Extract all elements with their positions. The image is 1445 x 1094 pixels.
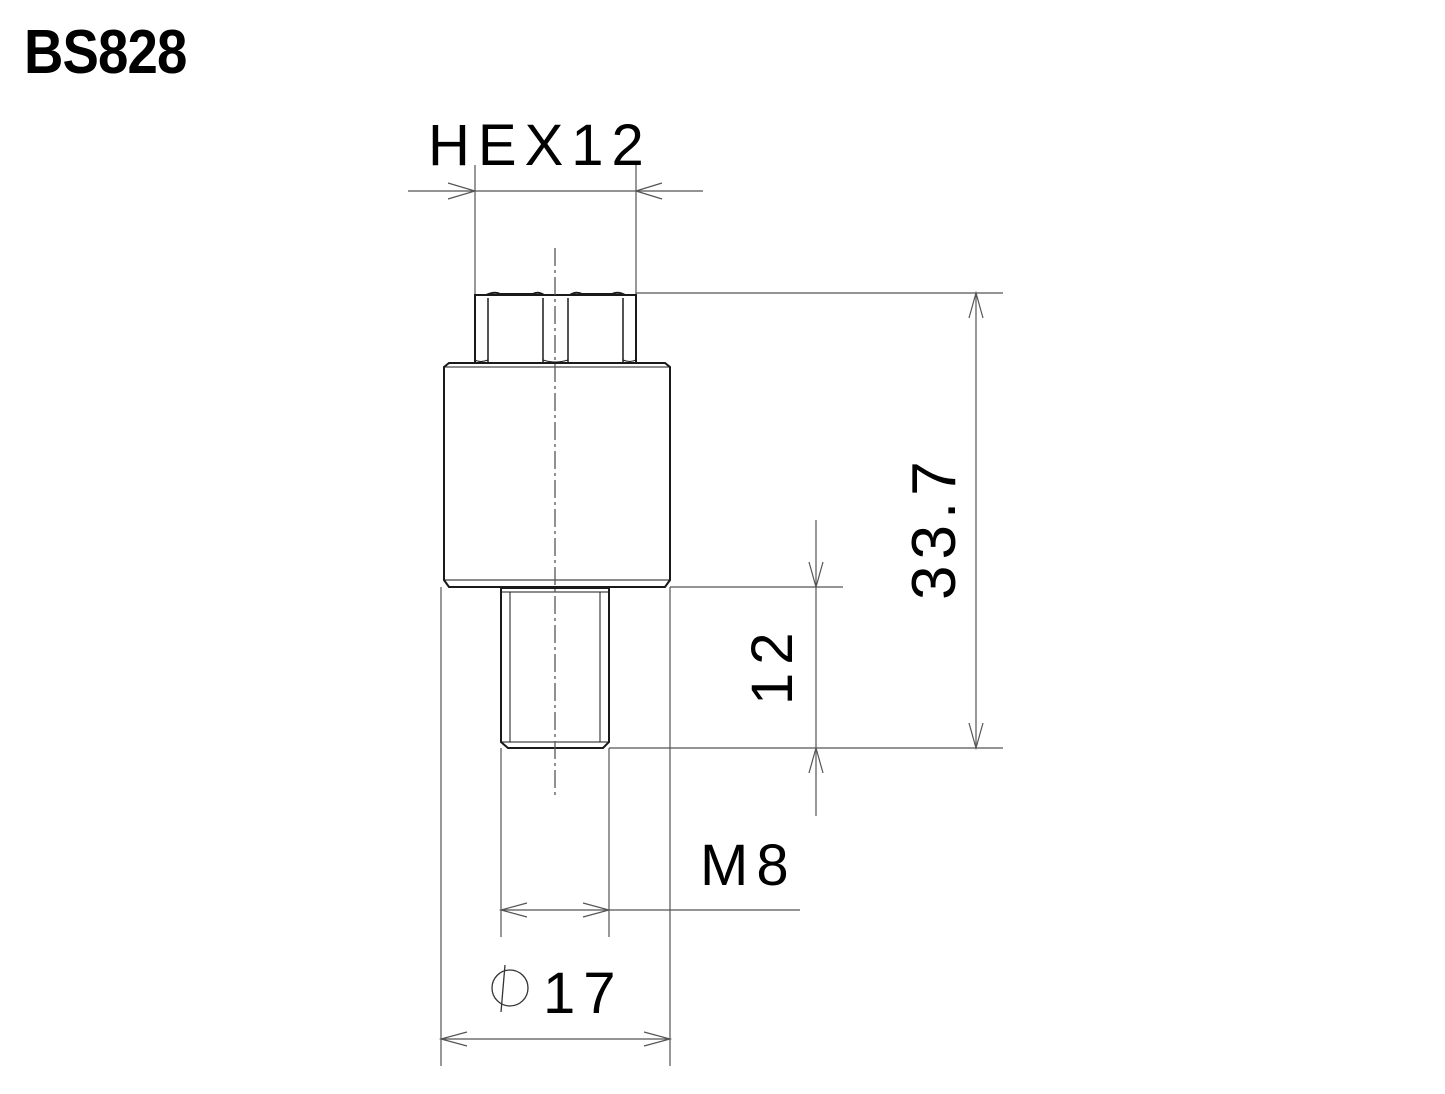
diameter-symbol-icon <box>491 964 529 1013</box>
thread-length-dimension <box>670 520 843 816</box>
dimension-lines <box>408 165 1003 1066</box>
part-outline <box>443 291 671 749</box>
body-diameter-dimension <box>438 587 673 1066</box>
total-length-label: 33.7 <box>900 455 969 600</box>
total-length-dimension <box>609 290 1003 751</box>
hex-dimension <box>408 165 703 294</box>
thread-diameter-dimension <box>498 748 800 937</box>
body-diameter-label: 17 <box>543 961 624 1026</box>
thread-size-label: M8 <box>700 833 797 898</box>
hex-size-label: HEX12 <box>428 113 652 178</box>
part-number-title: BS828 <box>24 18 187 87</box>
thread-length-label: 12 <box>740 624 805 705</box>
body-cylinder <box>443 362 671 588</box>
